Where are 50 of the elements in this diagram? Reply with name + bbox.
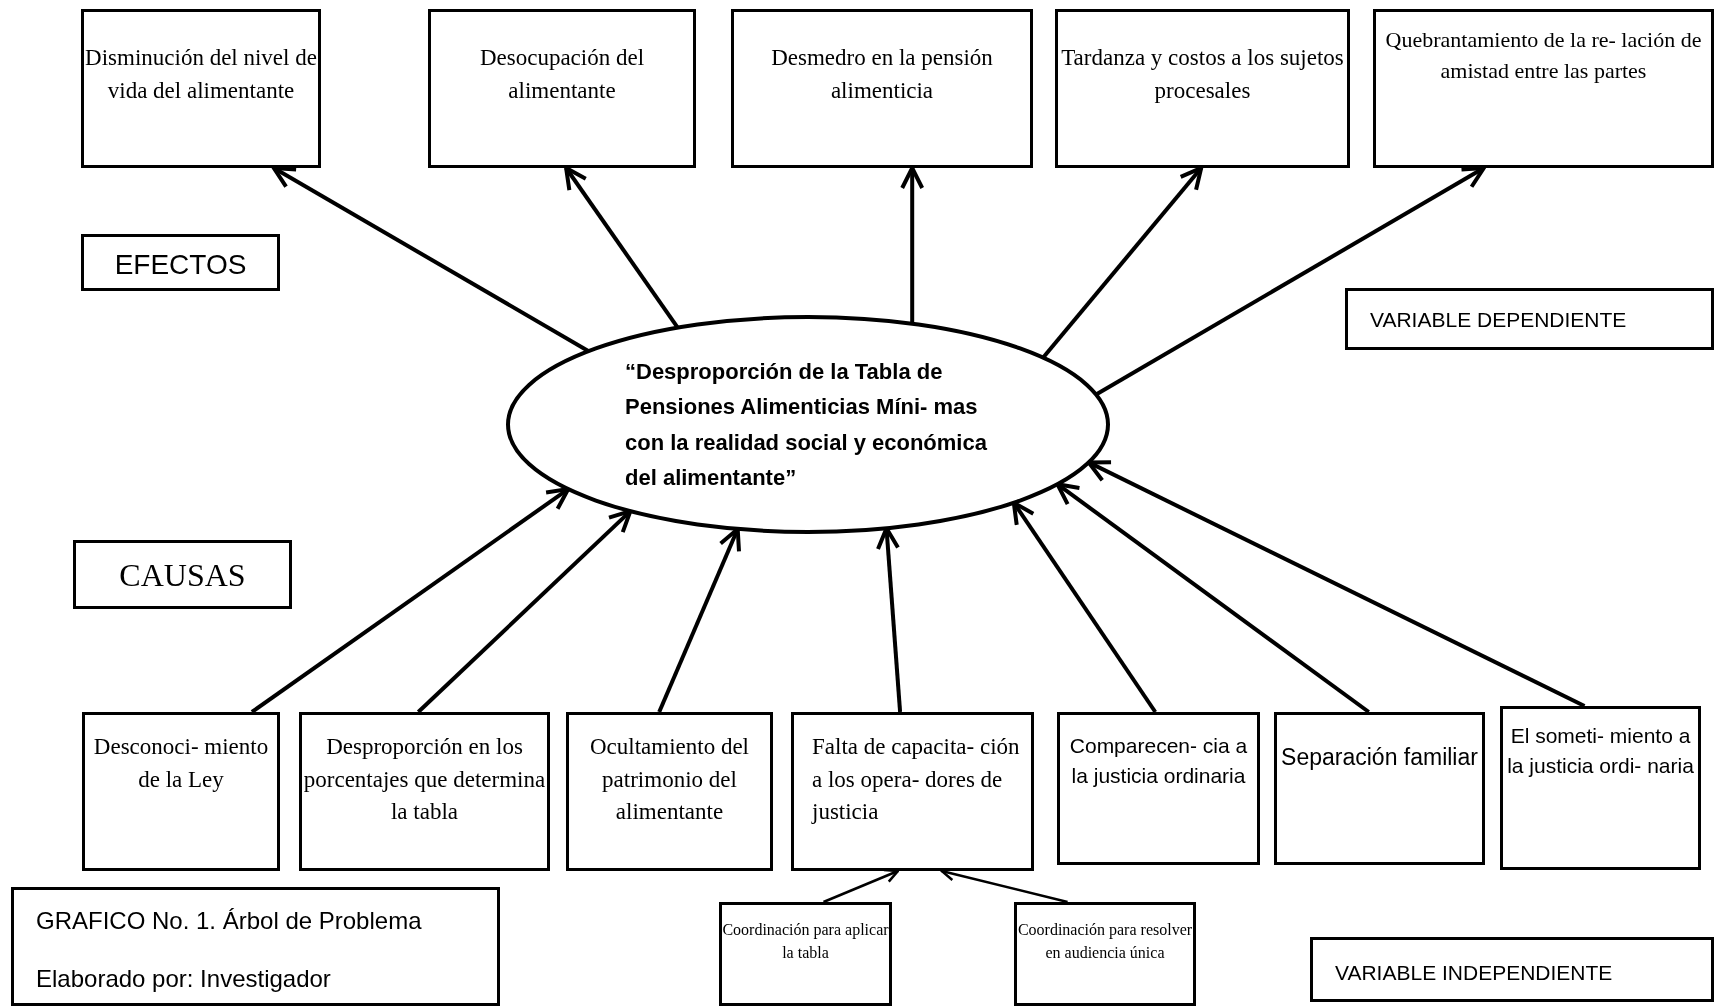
arrow (1055, 482, 1370, 714)
arrow (900, 166, 925, 324)
caption-text: GRAFICO No. 1. Árbol de Problema (35, 906, 422, 936)
box-text: Tardanza y costos a los sujetos procesales (1060, 44, 1345, 105)
cause-box (1057, 712, 1260, 865)
cause-box (1274, 712, 1485, 865)
effect-box (81, 9, 321, 168)
caption-box (11, 887, 500, 1006)
variable-label (1345, 288, 1714, 350)
arrow (1041, 166, 1204, 359)
section-label (81, 234, 280, 291)
effect-box (428, 9, 696, 168)
box-text: Coordinación para aplicar la tabla (722, 920, 889, 963)
cause-box (1500, 706, 1701, 870)
arrow (1086, 460, 1586, 708)
cause-box (791, 712, 1034, 871)
arrow (250, 487, 571, 714)
box-text: Disminución del nivel de vida del alimentante (84, 44, 318, 105)
box-text: VARIABLE INDEPENDIENTE (1334, 960, 1613, 986)
box-text: Desconoci- miento de la Ley (92, 733, 270, 794)
effect-box (1055, 9, 1350, 168)
effect-box (731, 9, 1033, 168)
box-text: Falta de capacita- ción a los opera- dores de justicia (810, 733, 1021, 827)
arrow (416, 509, 633, 714)
cause-box (82, 712, 280, 871)
box-text: Quebrantamiento de la re- lación de amistad entre las partes (1384, 26, 1703, 86)
box-text: El someti- miento a la justicia ordi- naria (1506, 723, 1695, 779)
box-text: Desproporción en los porcentajes que determina la tabla (302, 733, 547, 827)
cause-box (299, 712, 550, 871)
variable-label (1310, 937, 1714, 1002)
box-text: VARIABLE DEPENDIENTE (1369, 307, 1627, 333)
effect-box (1373, 9, 1714, 168)
cause-box (566, 712, 773, 871)
box-text: CAUSAS (119, 556, 246, 595)
box-text: EFECTOS (114, 248, 247, 282)
section-label (73, 540, 292, 609)
arrow (1095, 166, 1486, 397)
box-text: Coordinación para resolver en audiencia única (1017, 920, 1193, 963)
box-text: Comparecen- cia a la justicia ordinaria (1068, 733, 1249, 789)
problem-statement: “Desproporción de la Tabla de Pensiones Alimenticias Míni- mas con la realidad social y económica del alimentante” (625, 358, 988, 492)
sub-cause-box (719, 902, 892, 1006)
arrow (271, 166, 590, 353)
box-text: Separación familiar (1281, 743, 1478, 772)
box-text: Desmedro en la pensión alimenticia (770, 44, 994, 105)
arrow (564, 166, 680, 329)
author-text: Elaborado por: Investigador (35, 964, 331, 995)
box-text: Desocupación del alimentante (478, 44, 646, 105)
sub-cause-box (1014, 902, 1196, 1006)
arrow (1011, 500, 1157, 714)
box-text: Ocultamiento del patrimonio del alimentante (588, 733, 750, 827)
